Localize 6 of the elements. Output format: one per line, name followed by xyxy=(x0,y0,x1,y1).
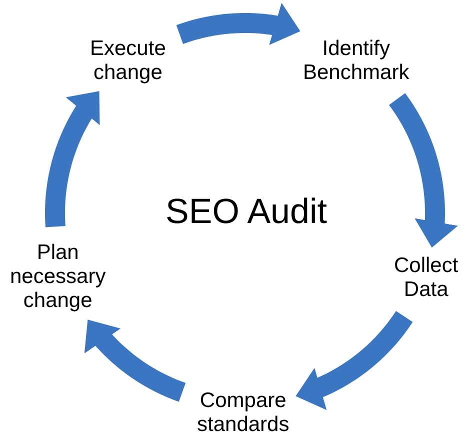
step-label: Compare standards xyxy=(197,389,290,437)
step-label: Plan necessary change xyxy=(10,241,106,313)
step-label: Execute change xyxy=(90,37,166,85)
step-label: Identify Benchmark xyxy=(303,37,410,85)
step-label: Collect Data xyxy=(394,254,458,302)
diagram-title: SEO Audit xyxy=(166,192,327,232)
